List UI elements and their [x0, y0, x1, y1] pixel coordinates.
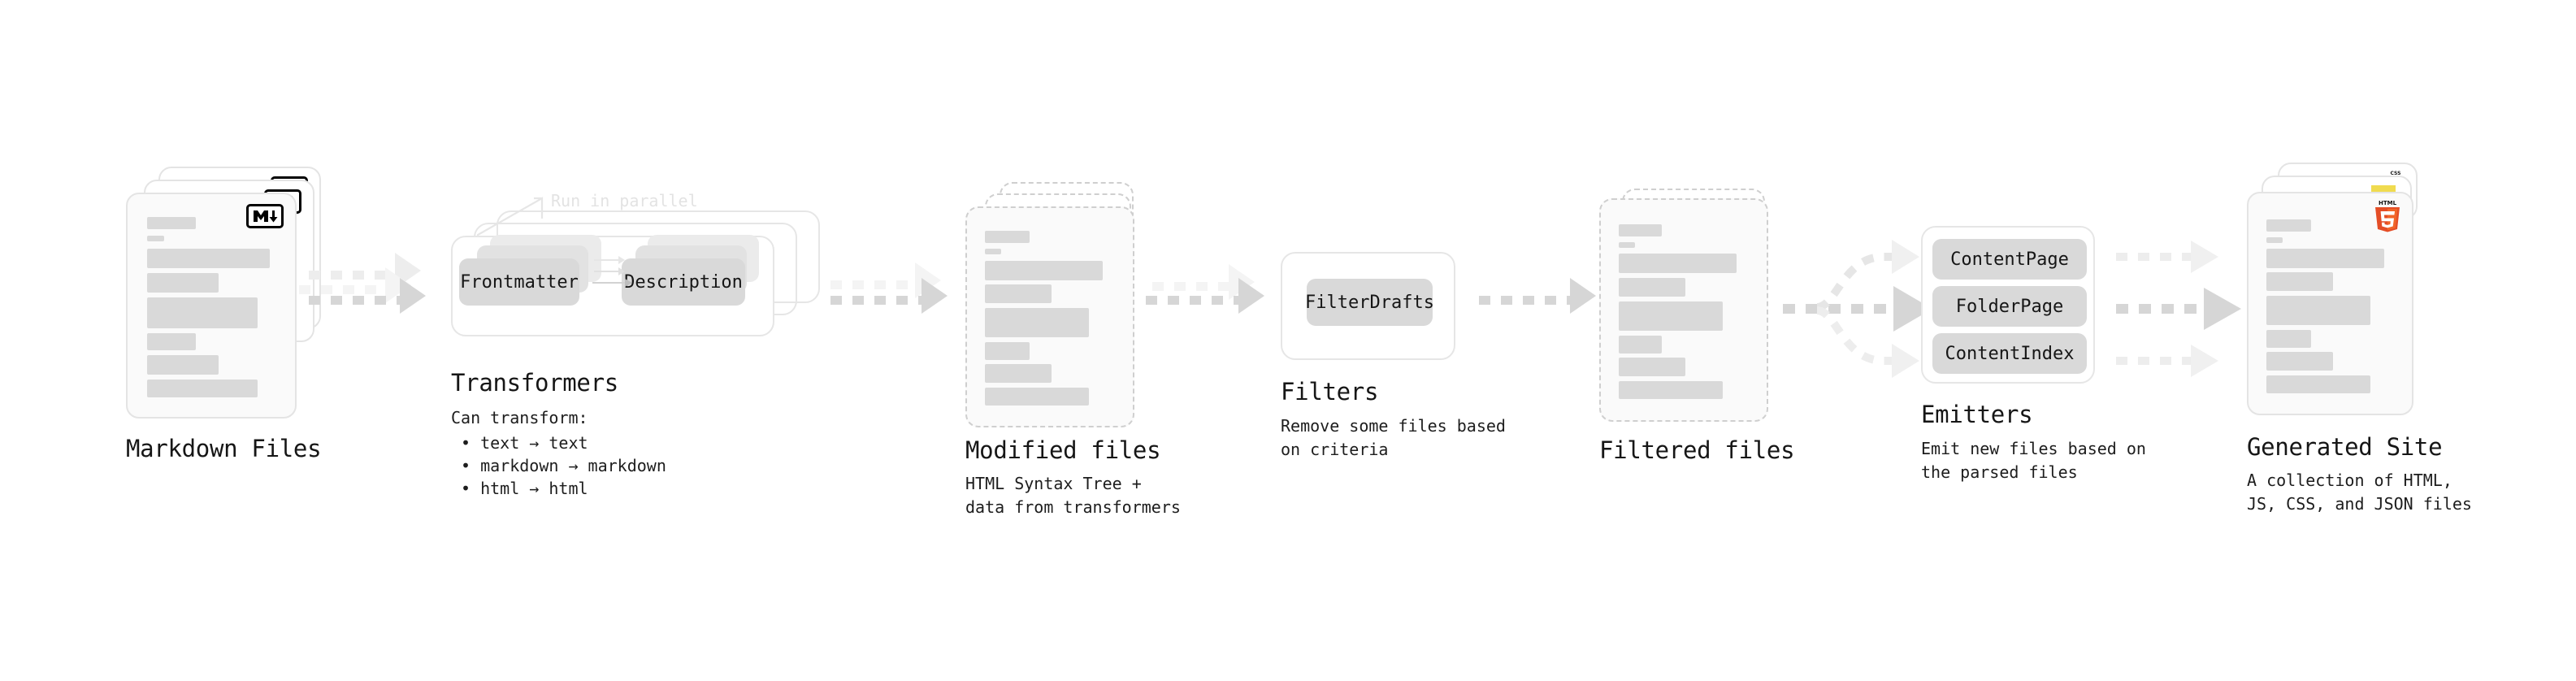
skeleton-line	[2266, 375, 2370, 393]
skeleton-line	[985, 249, 1001, 254]
skeleton-line	[1619, 278, 1685, 297]
transformers-bullet-0: • text → text	[461, 433, 588, 453]
filters-title: Filters	[1281, 378, 1379, 406]
arrow-filtered-to-emitters	[1783, 240, 1932, 378]
html5-icon: HTML	[2373, 198, 2402, 236]
skeleton-line	[985, 231, 1030, 243]
stage-modified-files: Modified files HTML Syntax Tree + data f…	[965, 182, 1181, 517]
transformers-bullet-1: • markdown → markdown	[461, 456, 666, 475]
stage-filtered-files: Filtered files	[1599, 189, 1795, 464]
modified-files-title: Modified files	[965, 436, 1161, 464]
emitters-subtitle-1: Emit new files based on	[1921, 439, 2146, 458]
generated-site-subtitle-2: JS, CSS, and JSON files	[2247, 494, 2472, 514]
filters-subtitle-2: on criteria	[1281, 440, 1389, 459]
run-in-parallel-label: Run in parallel	[551, 191, 698, 210]
transformers-title: Transformers	[451, 369, 618, 397]
emitters-box: ContentPage FolderPage ContentIndex	[1921, 226, 2095, 384]
modified-files-subtitle-1: HTML Syntax Tree +	[965, 474, 1142, 493]
skeleton-line	[147, 380, 258, 397]
transformer-node-frontmatter[interactable]: Frontmatter	[459, 258, 579, 306]
filtered-card-front	[1599, 198, 1768, 422]
emitter-node-contentindex[interactable]: ContentIndex	[1932, 333, 2087, 374]
markdown-file-stack	[126, 167, 329, 419]
skeleton-line	[2266, 296, 2370, 325]
skeleton-line	[985, 261, 1103, 280]
filtered-files-title: Filtered files	[1599, 436, 1795, 464]
skeleton-line	[2266, 272, 2333, 291]
skeleton-line	[147, 236, 164, 241]
skeleton-line	[2266, 330, 2311, 348]
transformers-box: x x Frontmatter x x Description	[451, 235, 774, 336]
skeleton-line	[147, 217, 196, 229]
arrow-transformers-to-modified	[830, 278, 961, 314]
arrow-markdown-to-transformers	[309, 278, 439, 314]
filters-box: FilterDrafts	[1281, 252, 1455, 360]
filtered-file-stack	[1599, 189, 1786, 424]
skeleton-line	[147, 297, 258, 328]
skeleton-line	[985, 342, 1030, 360]
transformer-node-description[interactable]: Description	[622, 258, 745, 306]
stage-markdown-files: Markdown Files	[126, 167, 329, 462]
skeleton-line	[1619, 242, 1635, 248]
emitter-node-folderpage[interactable]: FolderPage	[1932, 286, 2087, 327]
filters-subtitle-1: Remove some files based	[1281, 416, 1506, 436]
markdown-card-front	[126, 193, 297, 419]
generated-site-title: Generated Site	[2247, 433, 2443, 461]
skeleton-line	[1619, 381, 1723, 399]
svg-text:CSS: CSS	[2391, 171, 2401, 176]
stage-filters: FilterDrafts Filters Remove some files b…	[1281, 252, 1506, 459]
modified-card-front	[965, 206, 1134, 427]
skeleton-line	[2266, 237, 2283, 243]
markdown-files-title: Markdown Files	[126, 435, 322, 462]
skeleton-line	[985, 364, 1052, 383]
emitter-node-contentpage[interactable]: ContentPage	[1932, 239, 2087, 280]
skeleton-line	[1619, 254, 1737, 273]
markdown-icon	[246, 204, 284, 228]
skeleton-line	[985, 284, 1052, 303]
skeleton-line	[2266, 249, 2384, 268]
skeleton-line	[147, 355, 219, 375]
site-card-front-html: HTML	[2247, 192, 2413, 415]
skeleton-line	[147, 249, 270, 268]
skeleton-line	[985, 388, 1089, 406]
skeleton-line	[1619, 336, 1662, 354]
generated-site-stack: CSS HTML	[2247, 163, 2450, 423]
modified-files-subtitle-2: data from transformers	[965, 497, 1181, 517]
transformer-internal-arrows	[592, 256, 632, 287]
arrow-filters-to-filtered	[1479, 278, 1617, 314]
stage-generated-site: CSS HTML	[2247, 163, 2472, 514]
skeleton-line	[2266, 352, 2333, 371]
transformers-subtitle: Can transform:	[451, 408, 588, 427]
skeleton-line	[1619, 301, 1723, 331]
skeleton-line	[985, 308, 1089, 337]
generated-site-subtitle-1: A collection of HTML,	[2247, 471, 2452, 490]
skeleton-line	[1619, 358, 1685, 376]
skeleton-line	[2266, 219, 2311, 232]
skeleton-line	[147, 333, 196, 350]
skeleton-line	[147, 273, 219, 293]
modified-file-stack	[965, 182, 1152, 427]
arrow-modified-to-filters	[1146, 278, 1284, 314]
html5-icon-label: HTML	[2379, 200, 2397, 206]
arrow-emitters-to-site	[2116, 241, 2241, 377]
emitters-subtitle-2: the parsed files	[1921, 462, 2078, 482]
transformers-bullet-2: • html → html	[461, 479, 588, 498]
filter-node-filterdrafts[interactable]: FilterDrafts	[1305, 279, 1434, 326]
emitters-title: Emitters	[1921, 401, 2033, 428]
skeleton-line	[1619, 224, 1662, 236]
stage-emitters: ContentPage FolderPage ContentIndex Emit…	[1921, 226, 2146, 482]
